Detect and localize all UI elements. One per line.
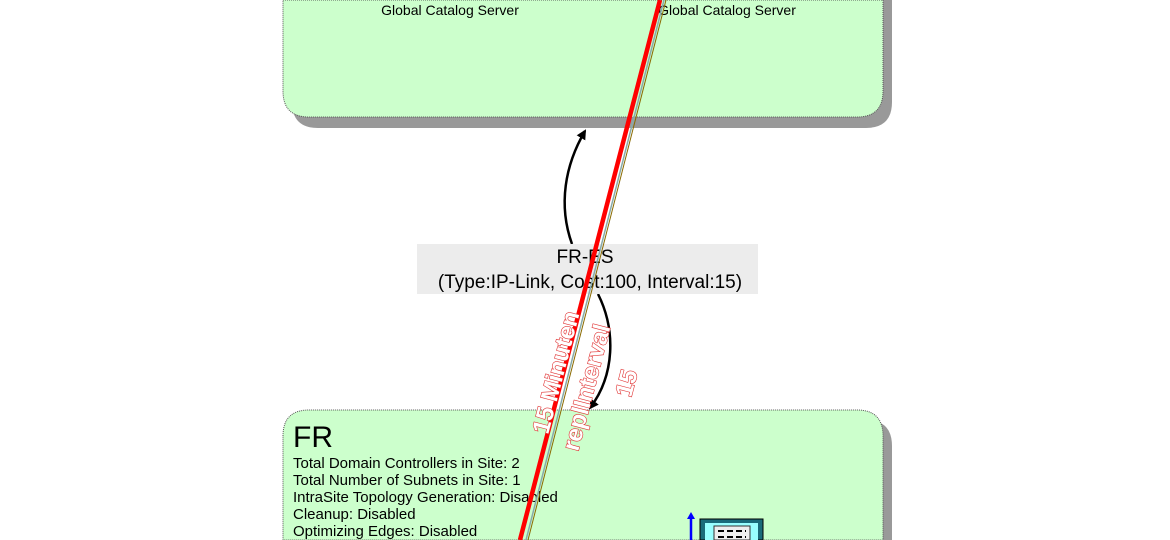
site-property: Optimizing Edges: Disabled: [293, 523, 477, 540]
site-property: IntraSite Topology Generation: Disabled: [293, 489, 558, 506]
replication-label-group: 15: [610, 366, 644, 400]
site-link-arrow-up: [563, 129, 587, 245]
site-property: Cleanup: Disabled: [293, 506, 416, 523]
site-link-arrow-down: [588, 293, 612, 410]
bottom-site-panel: [282, 409, 884, 540]
site-property: Total Number of Subnets in Site: 1: [293, 472, 521, 489]
replication-connection[interactable]: [517, 0, 667, 540]
site-link-details: (Type:IP-Link, Cost:100, Interval:15): [438, 272, 742, 293]
replication-line-thin: [527, 0, 667, 540]
replication-interval-value: 15: [611, 367, 644, 400]
server-label: Global Catalog Server: [658, 2, 796, 18]
replication-line: [517, 0, 663, 540]
site-name: FR: [293, 421, 333, 454]
replication-line-thin: [525, 0, 665, 540]
server-icon[interactable]: [687, 512, 764, 540]
server-label: Global Catalog Server: [381, 2, 519, 18]
site-link-name: FR-ES: [557, 247, 614, 268]
site-property: Total Domain Controllers in Site: 2: [293, 455, 520, 472]
top-site-box[interactable]: Global Catalog Server Global Catalog Ser…: [282, 0, 892, 128]
top-site-panel: [282, 0, 884, 118]
bottom-site-box[interactable]: FR Total Domain Controllers in Site: 2 T…: [282, 409, 892, 540]
